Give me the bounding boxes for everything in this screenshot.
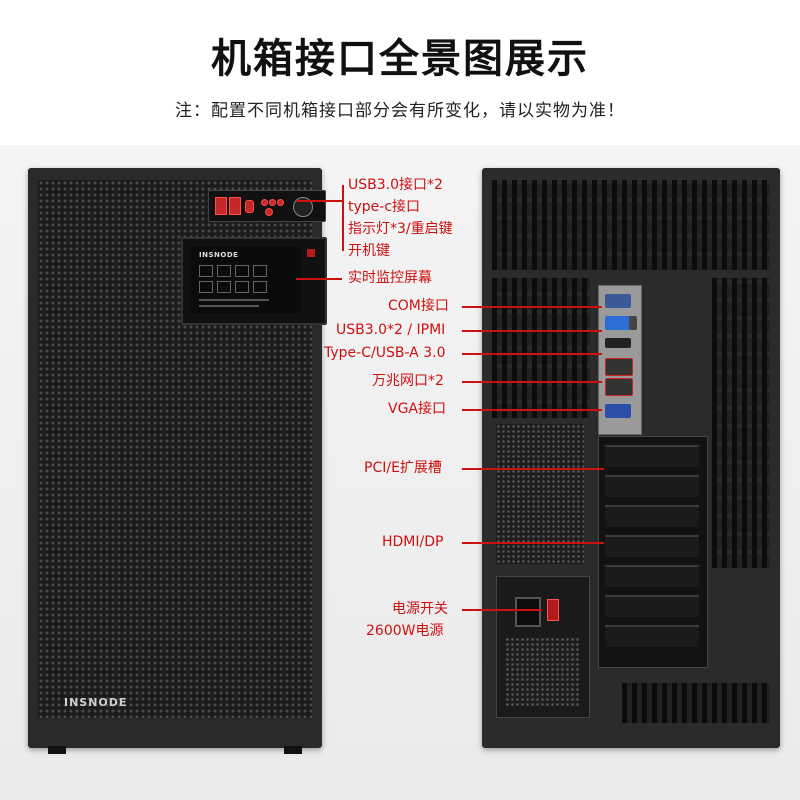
header: 机箱接口全景图展示 注：配置不同机箱接口部分会有所变化，请以实物为准！: [0, 0, 800, 150]
page-subtitle: 注：配置不同机箱接口部分会有所变化，请以实物为准！: [175, 101, 625, 121]
com-port-icon: [605, 294, 631, 308]
label-power-switch: 电源开关: [392, 601, 448, 617]
fan-status-icon: [199, 281, 213, 293]
indicator-light-icon: [277, 199, 284, 206]
pcie-slot: [605, 625, 699, 647]
label-monitor-screen: 实时监控屏幕: [348, 270, 432, 286]
annotation-line: [462, 381, 602, 383]
front-brand-logo: INSNODE: [64, 696, 128, 709]
case-foot: [284, 746, 302, 754]
label-typec-front: type-c接口: [348, 199, 421, 215]
annotation-line: [462, 409, 602, 411]
typec-port-icon: [605, 338, 631, 348]
pcie-slot: [605, 475, 699, 497]
power-socket-icon: [515, 597, 541, 627]
ethernet-port-icon: [605, 358, 633, 376]
annotation-line: [296, 278, 342, 280]
annotation-line: [296, 200, 342, 202]
label-indicator-reset: 指示灯*3/重启键: [348, 221, 453, 237]
typec-port-icon: [245, 200, 254, 213]
label-usb3-front: USB3.0接口*2: [348, 177, 443, 193]
screen-brand: INSNODE: [199, 251, 239, 259]
annotation-line: [462, 542, 604, 544]
fan-mesh: [496, 424, 584, 564]
expansion-slot-area: [598, 436, 708, 668]
annotation-line: [342, 185, 344, 251]
usb-port-icon: [229, 197, 241, 215]
top-vent: [492, 180, 770, 270]
annotation-line: [462, 468, 604, 470]
right-vent: [712, 278, 770, 568]
pcie-slot: [605, 535, 699, 557]
usb-port-icon: [605, 316, 631, 330]
fan-status-icon: [235, 281, 249, 293]
label-pcie-slots: PCI/E扩展槽: [364, 460, 442, 476]
monitor-screen-frame: INSNODE: [181, 237, 327, 325]
front-io-panel: [208, 190, 326, 222]
front-case: INSNODE INSNODE: [28, 168, 327, 754]
left-vent: [492, 278, 590, 418]
annotation-line: [462, 330, 602, 332]
pcie-slot: [605, 595, 699, 617]
annotation-line: [462, 609, 542, 611]
monitor-screen: INSNODE: [191, 247, 301, 313]
power-button-icon: [293, 197, 313, 217]
ipmi-port-icon: [629, 316, 637, 330]
label-com-port: COM接口: [388, 298, 449, 314]
label-psu: 2600W电源: [366, 623, 444, 639]
fan-status-icon: [199, 265, 213, 277]
label-usb-ipmi: USB3.0*2 / IPMI: [336, 322, 446, 338]
annotation-line: [462, 353, 602, 355]
fan-status-icon: [217, 265, 231, 277]
ethernet-port-icon: [605, 378, 633, 396]
vga-port-icon: [605, 404, 631, 418]
fan-status-icon: [235, 265, 249, 277]
label-hdmi-dp: HDMI/DP: [382, 534, 444, 550]
label-vga-port: VGA接口: [388, 401, 447, 417]
label-10g-lan: 万兆网口*2: [372, 373, 444, 389]
screen-text-line: [199, 299, 269, 301]
psu-vent: [505, 637, 579, 707]
label-power-button: 开机键: [348, 243, 390, 259]
screen-text-line: [199, 305, 259, 307]
screen-indicator-icon: [307, 249, 315, 257]
pcie-slot: [605, 445, 699, 467]
indicator-light-icon: [269, 199, 276, 206]
pcie-slot: [605, 565, 699, 587]
fan-status-icon: [217, 281, 231, 293]
back-case: [482, 168, 780, 748]
fan-status-icon: [253, 265, 267, 277]
bottom-vent: [622, 683, 770, 723]
indicator-light-icon: [261, 199, 268, 206]
reset-button-icon: [265, 208, 273, 216]
usb-port-icon: [215, 197, 227, 215]
pcie-slot: [605, 505, 699, 527]
io-shield: [598, 285, 642, 435]
page-title: 机箱接口全景图展示: [211, 36, 589, 82]
fan-status-icon: [253, 281, 267, 293]
case-foot: [48, 746, 66, 754]
power-switch-icon: [547, 599, 559, 621]
label-typec-usba: Type-C/USB-A 3.0: [324, 345, 446, 361]
annotation-line: [462, 306, 602, 308]
power-supply: [496, 576, 590, 718]
